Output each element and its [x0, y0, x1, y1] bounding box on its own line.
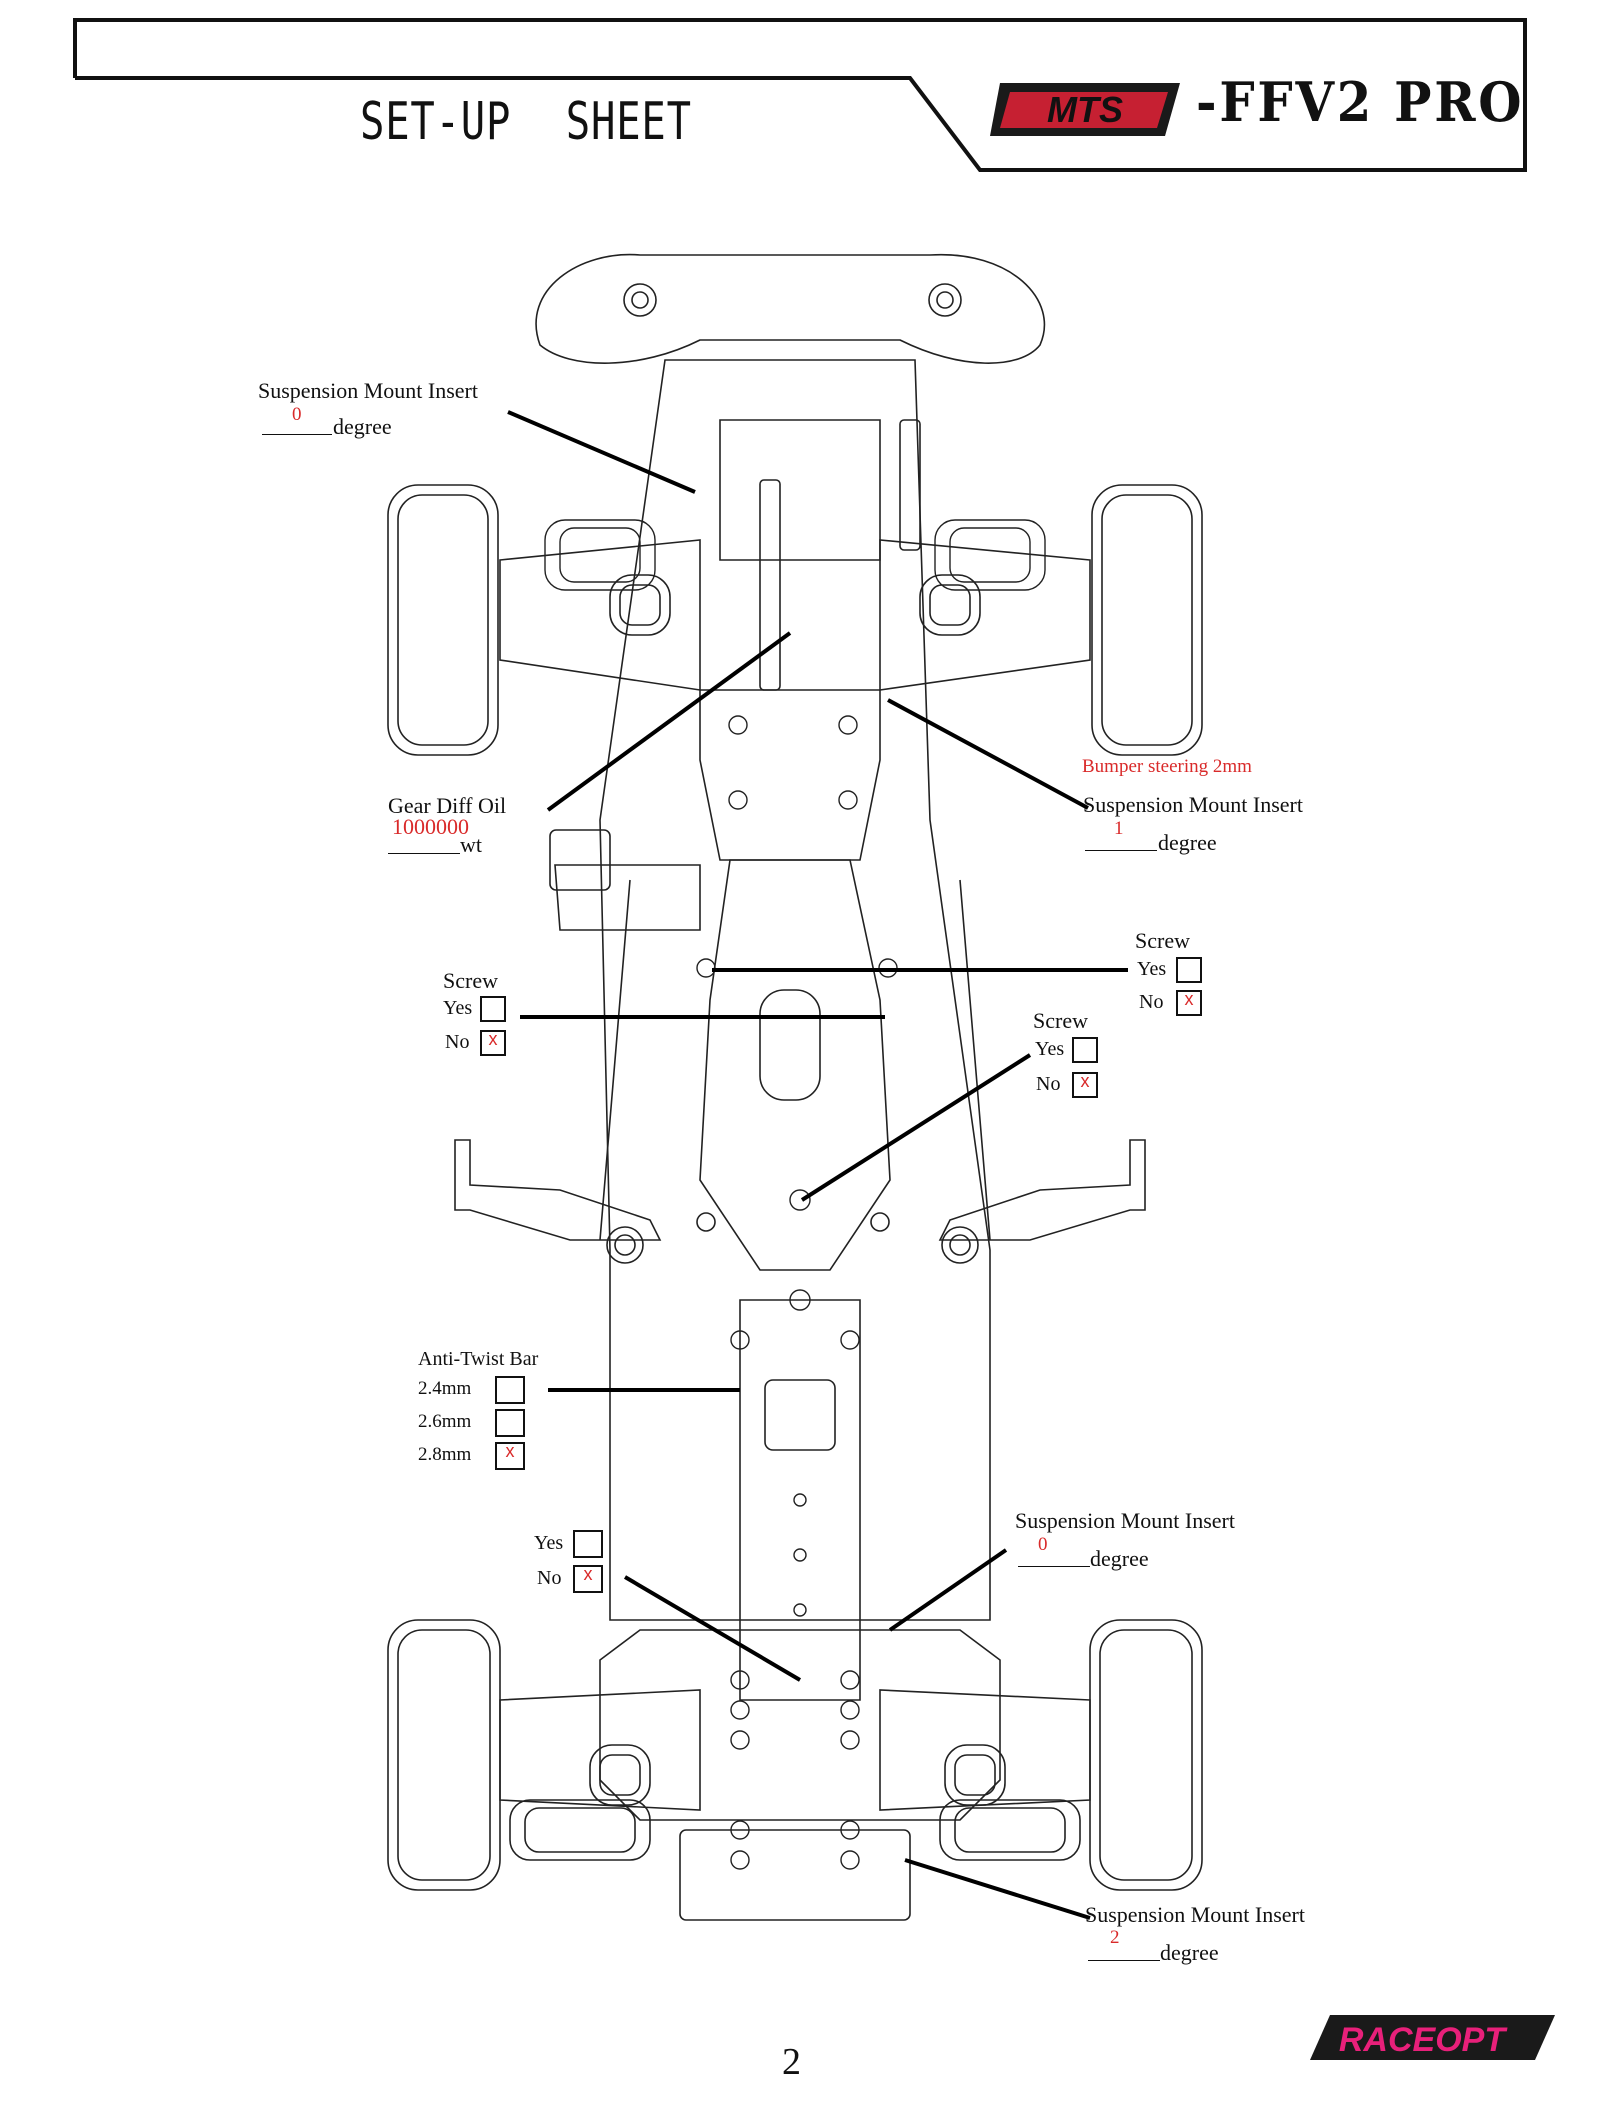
screw-right-yes-checkbox[interactable] — [1176, 957, 1202, 983]
front-lower-mount-label: Suspension Mount Insert — [1083, 792, 1303, 817]
front-upper-mount-label: Suspension Mount Insert — [258, 378, 478, 403]
screw-left-label: Screw — [443, 968, 498, 993]
gear-diff-unit: wt — [460, 832, 482, 857]
rear-lower-mount-blank — [1088, 1960, 1160, 1961]
rear-lower-mount-label: Suspension Mount Insert — [1085, 1902, 1305, 1927]
raceopt-logo-text: RACEOPT — [1339, 2021, 1508, 2059]
leader-lines — [507, 410, 1128, 1920]
rear-toggle-yes-label: Yes — [534, 1532, 564, 1554]
anti-twist-option-label: 2.6mm — [418, 1411, 472, 1432]
mts-logo: MTS — [990, 83, 1180, 136]
screw-right-yes-label: Yes — [1137, 958, 1167, 980]
mts-logo-text: MTS — [1047, 89, 1123, 130]
rear-lower-mount-unit: degree — [1160, 1940, 1219, 1965]
gear-diff-value[interactable]: 1000000 — [392, 814, 469, 839]
rear-upper-mount-value[interactable]: 0 — [1038, 1534, 1048, 1555]
anti-twist-label: Anti-Twist Bar — [418, 1348, 539, 1370]
model-name: -FFV2 PRO — [1196, 70, 1525, 134]
bumper-steering-note: Bumper steering 2mm — [1082, 756, 1252, 777]
title-left: SET-UP — [360, 92, 512, 152]
screw-right-no-label: No — [1139, 991, 1164, 1013]
anti-twist-option-label: 2.8mm — [418, 1444, 472, 1465]
rear-lower-mount-value[interactable]: 2 — [1110, 1927, 1120, 1948]
rear-upper-mount-label: Suspension Mount Insert — [1015, 1508, 1235, 1533]
screw-right-no-checkbox[interactable]: x — [1176, 989, 1202, 1016]
front-lower-mount-value[interactable]: 1 — [1114, 818, 1124, 839]
anti-twist-checkbox-2-8[interactable]: x — [495, 1441, 525, 1470]
screw-center-label: Screw — [1033, 1008, 1088, 1033]
anti-twist-checkbox-2-6[interactable] — [495, 1409, 525, 1437]
screw-left-no-checkbox[interactable]: x — [480, 1029, 506, 1056]
rear-toggle-yes-checkbox[interactable] — [573, 1530, 603, 1558]
rear-toggle-no-label: No — [537, 1567, 562, 1589]
gear-diff-label: Gear Diff Oil — [388, 793, 507, 818]
screw-left-yes-label: Yes — [443, 997, 473, 1019]
front-upper-mount-blank — [262, 434, 332, 435]
front-upper-mount-value[interactable]: 0 — [292, 404, 302, 425]
front-lower-mount-blank — [1085, 850, 1157, 851]
chassis-outline — [387, 253, 1203, 1921]
gear-diff-blank — [388, 853, 460, 854]
rear-upper-mount-unit: degree — [1090, 1546, 1149, 1571]
screw-left-yes-checkbox[interactable] — [480, 996, 506, 1022]
screw-center-yes-label: Yes — [1035, 1038, 1065, 1060]
rear-toggle-no-checkbox[interactable]: x — [573, 1564, 603, 1593]
front-lower-mount-unit: degree — [1158, 830, 1217, 855]
raceopt-logo: RACEOPT — [1310, 2015, 1555, 2060]
screw-center-no-label: No — [1036, 1073, 1061, 1095]
page-title: SET-UP SHEET — [360, 92, 692, 152]
anti-twist-option-label: 2.4mm — [418, 1378, 472, 1399]
page-number: 2 — [782, 2041, 801, 2083]
screw-center-yes-checkbox[interactable] — [1072, 1037, 1098, 1063]
anti-twist-checkbox-2-4[interactable] — [495, 1376, 525, 1404]
screw-right-label: Screw — [1135, 928, 1190, 953]
title-right: SHEET — [565, 92, 692, 152]
front-upper-mount-unit: degree — [333, 414, 392, 439]
rear-upper-mount-blank — [1018, 1566, 1090, 1567]
screw-center-no-checkbox[interactable]: x — [1072, 1071, 1098, 1098]
header-frame — [73, 18, 1527, 172]
screw-left-no-label: No — [445, 1031, 470, 1053]
